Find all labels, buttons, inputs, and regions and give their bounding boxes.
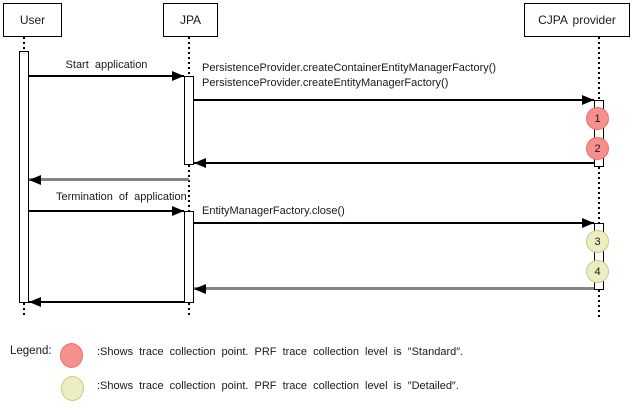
trace-point-number: 2 — [594, 142, 601, 155]
message-label-start-application: Start application — [65, 59, 148, 71]
trace-point-number: 4 — [594, 265, 601, 278]
arrow-head-right-icon — [582, 95, 594, 105]
actor-label-cjpa-provider: CJPA provider — [538, 13, 616, 27]
legend-item-detailed: :Shows trace collection point. PRF trace… — [97, 380, 459, 392]
actor-box-cjpa-provider: CJPA provider — [524, 3, 630, 37]
message-label-create-emf: PersistenceProvider.createEntityManagerF… — [202, 77, 449, 89]
message-line-emf-close — [194, 222, 594, 224]
arrow-head-right-icon — [172, 71, 184, 81]
arrow-head-left-icon — [29, 297, 41, 307]
return-line-cjpa-to-jpa-2 — [194, 287, 594, 290]
lifeline-cjpa-provider — [598, 37, 600, 100]
arrow-head-left-icon — [29, 175, 41, 185]
activation-bar-cjpa-1 — [594, 100, 604, 167]
message-label-create-container-emf: PersistenceProvider.createContainerEntit… — [202, 62, 497, 74]
lifeline-cjpa-provider — [598, 290, 600, 317]
detailed-trace-swatch-icon — [61, 376, 84, 401]
lifeline-jpa — [188, 37, 190, 76]
return-line-jpa-to-user-2 — [29, 301, 184, 303]
message-label-termination: Termination of application — [56, 191, 187, 203]
message-line-termination — [29, 210, 184, 212]
arrow-head-right-icon — [172, 206, 184, 216]
return-line-jpa-to-user — [29, 178, 189, 181]
trace-point-2: 2 — [586, 137, 609, 160]
message-line-start-application — [29, 75, 184, 77]
actor-label-jpa: JPA — [179, 13, 202, 27]
actor-label-user: User — [19, 13, 46, 27]
arrow-head-right-icon — [582, 218, 594, 228]
legend-item-standard: :Shows trace collection point. PRF trace… — [97, 346, 464, 358]
legend-title: Legend: — [10, 345, 52, 357]
activation-bar-jpa-2 — [184, 211, 194, 303]
actor-box-user: User — [3, 3, 62, 37]
actor-box-jpa: JPA — [163, 3, 218, 37]
activation-bar-cjpa-2 — [594, 223, 604, 290]
trace-point-4: 4 — [586, 260, 609, 283]
message-label-create-factory: PersistenceProvider.createContainerEntit… — [202, 61, 496, 91]
lifeline-user — [23, 37, 25, 51]
lifeline-cjpa-provider — [598, 167, 600, 223]
message-label-emf-close: EntityManagerFactory.close() — [202, 205, 345, 217]
arrow-head-left-icon — [194, 284, 206, 294]
lifeline-jpa — [188, 303, 190, 317]
trace-point-number: 3 — [594, 235, 601, 248]
return-line-cjpa-to-jpa — [194, 162, 594, 164]
standard-trace-swatch-icon — [60, 343, 83, 368]
trace-point-1: 1 — [586, 107, 609, 130]
lifeline-user — [23, 303, 25, 317]
activation-bar-user — [19, 51, 29, 303]
trace-point-3: 3 — [586, 230, 609, 253]
lifeline-jpa — [188, 165, 190, 211]
message-line-create-factory — [194, 99, 594, 101]
activation-bar-jpa-1 — [184, 76, 194, 165]
arrow-head-left-icon — [194, 158, 206, 168]
trace-point-number: 1 — [594, 112, 601, 125]
